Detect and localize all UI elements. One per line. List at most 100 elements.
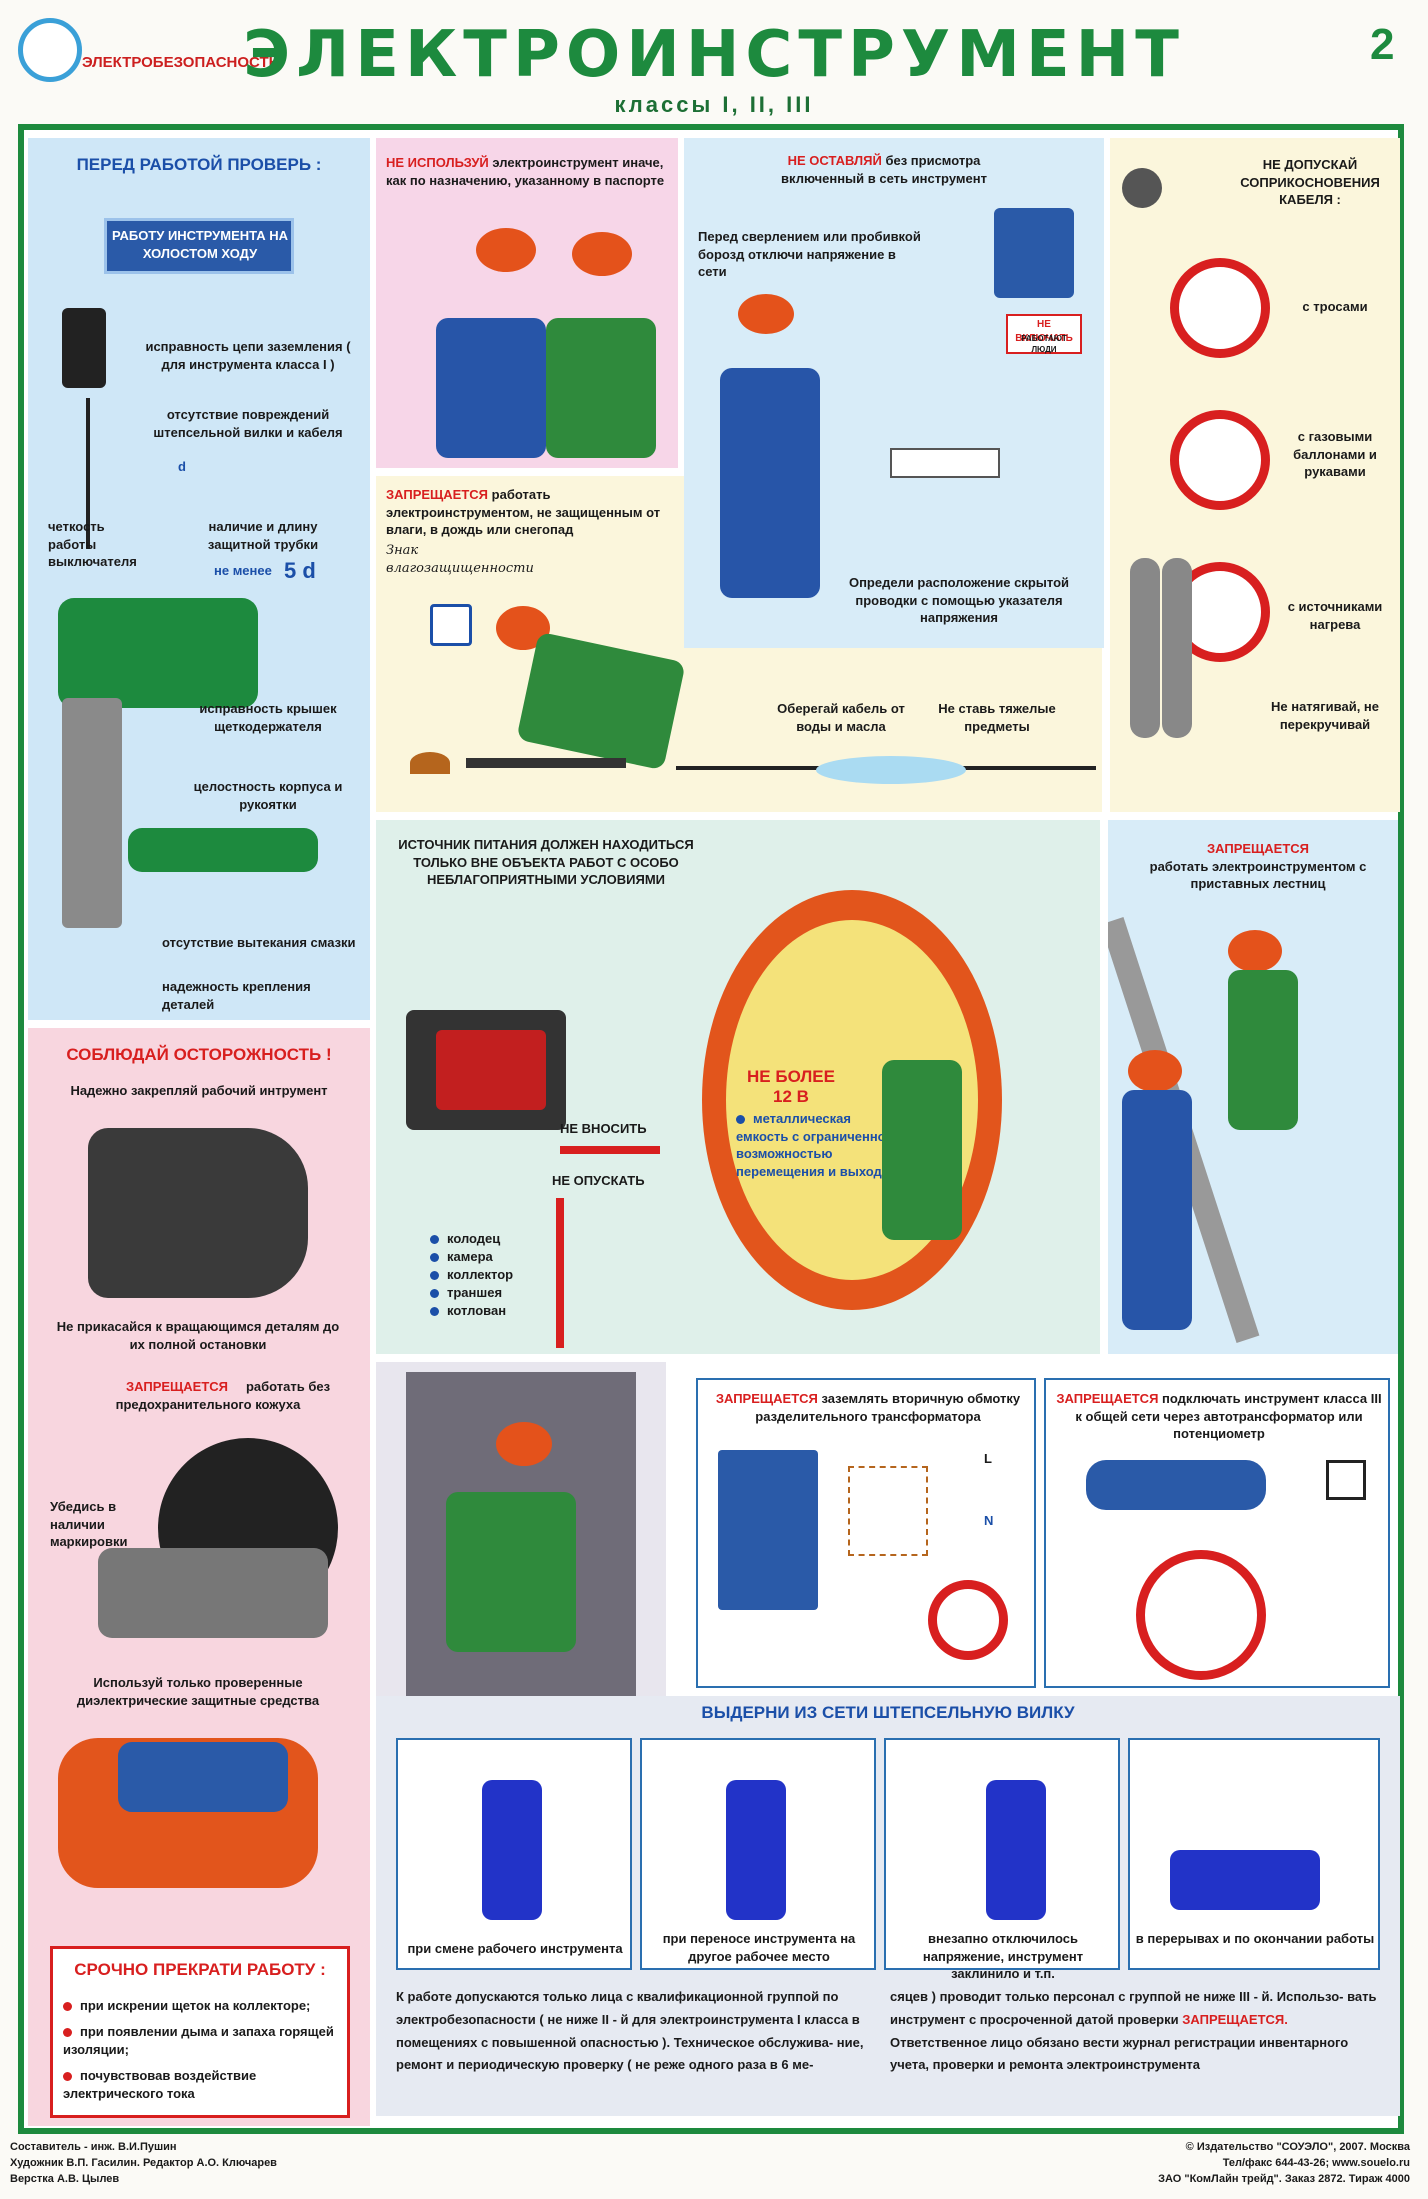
check-grease: отсутствие вытекания смазки <box>162 935 356 950</box>
moisture-text: работать электроинструментом, не защищен… <box>386 487 661 538</box>
unplug-card: в перерывах и по окончании работы <box>1128 1738 1380 1970</box>
stop-item: при появлении дыма и запаха горящей изол… <box>63 2023 343 2058</box>
moisture-sign-label: Знак влагозащищенности <box>386 543 534 576</box>
plug-icon <box>62 308 106 388</box>
misuse-prefix: НЕ ИСПОЛЬЗУЙ <box>386 155 489 170</box>
panel-source: ИСТОЧНИК ПИТАНИЯ ДОЛЖЕН НАХОДИТЬСЯ ТОЛЬК… <box>376 820 1100 1354</box>
caution-title: СОБЛЮДАЙ ОСТОРОЖНОСТЬ ! <box>66 1045 332 1064</box>
cable-ropes: с тросами <box>1302 299 1368 314</box>
check-fastening: надежность крепления деталей <box>162 979 311 1012</box>
cable-heat: с источниками нагрева <box>1287 599 1383 632</box>
unplug-card: при смене рабочего инструмента <box>396 1738 632 1970</box>
check-title: ПЕРЕД РАБОТОЙ ПРОВЕРЬ : <box>76 155 322 174</box>
stop-item: почувствовав воздействие электрического … <box>63 2067 343 2102</box>
check-plug: отсутствие повреждений штепсельной вилки… <box>153 407 343 440</box>
dim-5d: 5 d <box>284 558 316 583</box>
footer-print: ЗАО "КомЛайн трейд". Заказ 2872. Тираж 4… <box>1158 2173 1410 2185</box>
check-switches: четкость работы выключателя <box>48 519 137 570</box>
mushroom-icon <box>410 752 450 774</box>
unplug-card: при переносе инструмента на другое рабоч… <box>640 1738 876 1970</box>
stop-item: при искрении щеток на коллекторе; <box>63 1997 343 2015</box>
unplug-item: в перерывах и по окончании работы <box>1135 1931 1375 1946</box>
moisture-protect: Оберегай кабель от воды и масла <box>777 701 905 734</box>
ladder-text: работать электроинструментом с приставны… <box>1149 858 1367 892</box>
worker-helmet <box>1228 930 1282 972</box>
worker-pictogram <box>986 1780 1046 1920</box>
place-item: котлован <box>430 1302 506 1320</box>
schematic <box>848 1466 928 1556</box>
transformer-icon <box>718 1450 818 1610</box>
ground-prohibit-icon <box>928 1580 1008 1660</box>
chainsaw-bar <box>466 758 626 768</box>
generator-body <box>436 1030 546 1110</box>
unplug-title: ВЫДЕРНИ ИЗ СЕТИ ШТЕПСЕЛЬНУЮ ВИЛКУ <box>701 1703 1075 1722</box>
worker-helmet <box>738 294 794 334</box>
chuck-icon <box>88 1128 308 1298</box>
max-voltage: НЕ БОЛЕЕ <box>747 1067 835 1086</box>
place-item: камера <box>430 1248 493 1266</box>
worker-green <box>546 318 656 458</box>
check-tube: наличие и длину защитной трубки <box>207 519 319 552</box>
dim-min: не менее <box>214 563 272 578</box>
place-item: коллектор <box>430 1266 513 1284</box>
brand-name: ЭЛЕКТРОБЕЗОПАСНОСТЬ <box>82 54 280 71</box>
prohibit-circle <box>1170 258 1270 358</box>
cable-line <box>86 398 90 548</box>
moisture-no-heavy: Не ставь тяжелые предметы <box>938 701 1056 734</box>
caution-marking: Убедись в наличии маркировки <box>50 1499 128 1550</box>
tank-text: металлическая емкость с ограниченной воз… <box>736 1110 896 1180</box>
caution-no-touch: Не прикасайся к вращающимся деталям до и… <box>56 1319 340 1352</box>
class3-text: подключать инструмент класса III к общей… <box>1075 1391 1382 1442</box>
check-housing: целостность корпуса и рукоятки <box>193 779 343 812</box>
voltage-value: 12 В <box>773 1087 809 1106</box>
caution-dielectric: Используй только проверенные диэлектриче… <box>76 1675 320 1708</box>
unattended-drilling: Перед сверлением или пробивкой борозд от… <box>698 229 921 280</box>
place-item: колодец <box>430 1230 500 1248</box>
gas-cylinder-icon <box>1162 558 1192 738</box>
caution-no-guard: работать без предохранительного кожуха <box>115 1379 331 1412</box>
unplug-item: при переносе инструмента на другое рабоч… <box>662 1931 856 1964</box>
transformer-prefix: ЗАПРЕЩАЕТСЯ <box>715 1391 818 1406</box>
page-number: 2 <box>1370 20 1395 69</box>
class3-prefix: ЗАПРЕЩАЕТСЯ <box>1056 1391 1159 1406</box>
panel-unattended: НЕ ОСТАВЛЯЙ без присмотра включенный в с… <box>684 138 1104 648</box>
panel-check: ПЕРЕД РАБОТОЙ ПРОВЕРЬ : РАБОТУ ИНСТРУМЕН… <box>28 138 370 1020</box>
warning-sign: НЕ ВКЛЮЧАТЬ РАБОТАЮТ ЛЮДИ <box>1006 314 1082 354</box>
drill-icon <box>58 598 258 708</box>
worker-blue <box>1122 1090 1192 1330</box>
unattended-prefix: НЕ ОСТАВЛЯЙ <box>787 153 882 168</box>
cable-no-pull: Не натягивай, не перекручивай <box>1270 699 1380 732</box>
panel-misuse: НЕ ИСПОЛЬЗУЙ электроинструмент иначе, ка… <box>376 138 678 468</box>
socket-icon <box>1326 1460 1366 1500</box>
check-brush-covers: исправность крышек щеткодержателя <box>199 701 337 734</box>
unplug-item: при смене рабочего инструмента <box>407 1941 623 1956</box>
caution-fasten: Надежно закрепляй рабочий интрумент <box>70 1083 328 1098</box>
puddle-icon <box>816 756 966 784</box>
panel-unplug: ВЫДЕРНИ ИЗ СЕТИ ШТЕПСЕЛЬНУЮ ВИЛКУ при см… <box>376 1696 1400 2116</box>
worker-pictogram <box>482 1780 542 1920</box>
side-handle <box>128 828 318 872</box>
tool-icon <box>1086 1460 1266 1510</box>
no-bring-label: НЕ ВНОСИТЬ <box>560 1121 647 1136</box>
transformer-text: заземлять вторичную обмотку разделительн… <box>755 1391 1021 1424</box>
brand-logo <box>18 18 82 82</box>
dim-d: d <box>178 459 186 474</box>
rules-column-2b: Ответственное лицо обязано вести журнал … <box>890 2034 1349 2073</box>
check-grounding: исправность цепи заземления ( для инстру… <box>145 339 351 372</box>
worker-helmet <box>572 232 632 276</box>
place-item: траншея <box>430 1284 502 1302</box>
panel-caution: СОБЛЮДАЙ ОСТОРОЖНОСТЬ ! Надежно закрепля… <box>28 1028 370 2126</box>
footer-artist: Художник В.П. Гасилин. Редактор А.О. Клю… <box>10 2157 277 2169</box>
footer-publisher: © Издательство "СОУЭЛО", 2007. Москва <box>1185 2141 1410 2153</box>
switchboard-icon <box>994 208 1074 298</box>
footer-contacts: Тел/факс 644-43-26; www.souelo.ru <box>1222 2157 1410 2169</box>
caution-forbidden: ЗАПРЕЩАЕТСЯ <box>126 1379 229 1394</box>
unattended-hidden: Определи расположение скрытой проводки с… <box>848 575 1070 626</box>
source-text: ИСТОЧНИК ПИТАНИЯ ДОЛЖЕН НАХОДИТЬСЯ ТОЛЬК… <box>398 837 694 888</box>
unplug-card: внезапно отключилось напряжение, инструм… <box>884 1738 1120 1981</box>
line-L: L <box>984 1451 992 1466</box>
page-title: ЭЛЕКТРОИНСТРУМЕНТ <box>243 18 1185 92</box>
worker-pictogram <box>726 1780 786 1920</box>
worker-blue <box>720 368 820 598</box>
